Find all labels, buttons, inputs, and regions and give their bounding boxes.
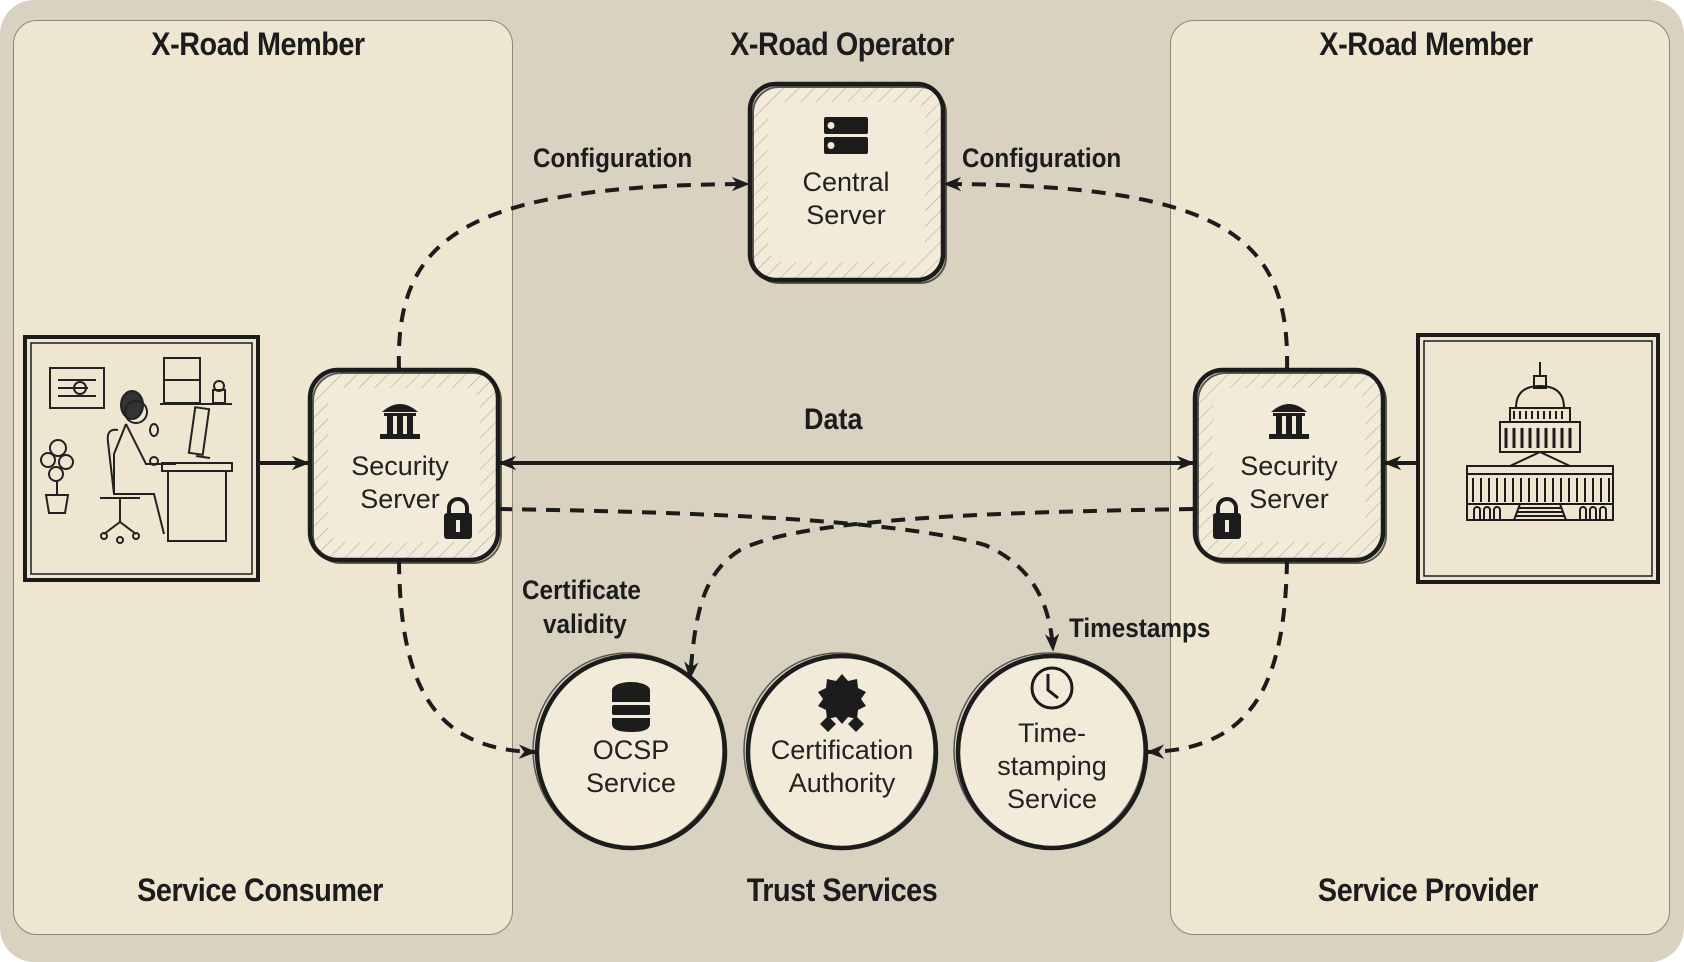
service-consumer-node[interactable] — [23, 335, 260, 582]
database-icon — [612, 682, 650, 732]
edge-config-right — [943, 176, 1290, 371]
edge-label-data: Data — [804, 403, 863, 436]
zone-footer-left: Service Consumer — [137, 872, 383, 908]
service-provider-node[interactable] — [1416, 333, 1660, 584]
security-server-right-node[interactable] — [1192, 367, 1387, 564]
padlock-icon — [1213, 497, 1241, 539]
server-rack-icon — [824, 117, 868, 154]
security-server-left-label: Security Server — [351, 450, 449, 516]
security-server-right-line1: Security — [1240, 451, 1338, 481]
certification-authority-node[interactable] — [743, 652, 939, 851]
central-server-node[interactable] — [747, 81, 947, 284]
ca-label-line1: Certification — [770, 735, 914, 765]
edge-label-timestamps: Timestamps — [1069, 613, 1211, 643]
security-server-right-label: Security Server — [1240, 450, 1338, 516]
central-server-label: Central Server — [802, 166, 889, 232]
edge-label-cert-validity-1: Certificate — [522, 575, 641, 605]
zone-footer-center: Trust Services — [746, 872, 938, 908]
central-server-label-line2: Server — [806, 200, 886, 230]
zone-header-right: X-Road Member — [1319, 26, 1533, 62]
ca-label-line2: Authority — [788, 768, 896, 798]
bank-building-icon — [380, 404, 420, 439]
central-server-label-line1: Central — [802, 167, 890, 197]
capitol-building-illustration — [1466, 362, 1614, 521]
edge-ss-right-to-tsa — [1146, 559, 1289, 759]
tsa-label: Time- stamping Service — [997, 717, 1107, 816]
tsa-label-line2: stamping — [997, 751, 1107, 781]
ocsp-service-node[interactable] — [532, 652, 728, 851]
ocsp-label-line2: Service — [585, 768, 677, 798]
zone-footer-right: Service Provider — [1317, 872, 1539, 908]
security-server-left-line1: Security — [351, 451, 449, 481]
security-server-left-line2: Server — [360, 484, 440, 514]
zone-header-center: X-Road Operator — [730, 26, 954, 62]
ca-label: Certification Authority — [771, 734, 914, 800]
bank-building-icon — [1269, 404, 1309, 439]
edge-label-config-left: Configuration — [533, 143, 693, 173]
edge-ss-right-to-ocsp — [684, 507, 1194, 680]
seal-badge-icon — [818, 674, 866, 732]
clock-icon — [1030, 666, 1074, 710]
ocsp-label-line1: OCSP — [592, 735, 670, 765]
person-at-desk-illustration — [40, 357, 233, 544]
edge-config-left — [396, 176, 750, 371]
ocsp-label: OCSP Service — [586, 734, 676, 800]
edge-ss-left-to-tsa — [497, 507, 1060, 652]
tsa-label-line3: Service — [1006, 784, 1098, 814]
tsa-label-line1: Time- — [1018, 718, 1086, 748]
edge-label-cert-validity-2: validity — [543, 609, 627, 639]
edge-ss-left-to-ocsp — [397, 559, 537, 759]
security-server-left-node[interactable] — [307, 367, 502, 564]
timestamping-service-node[interactable] — [953, 652, 1149, 851]
security-server-right-line2: Server — [1249, 484, 1329, 514]
padlock-icon — [444, 497, 472, 539]
zone-header-left: X-Road Member — [151, 26, 365, 62]
edge-label-config-right: Configuration — [962, 143, 1122, 173]
